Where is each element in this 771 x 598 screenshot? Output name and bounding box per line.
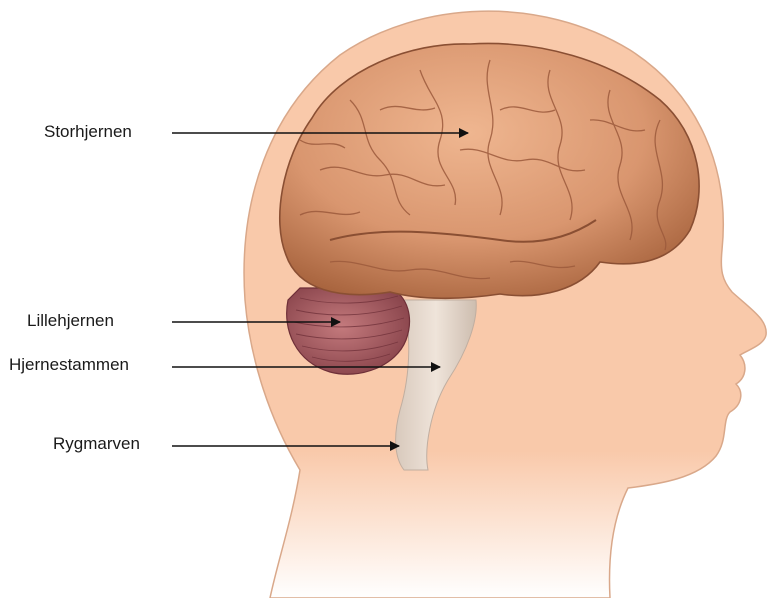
label-cerebellum: Lillehjernen	[27, 311, 114, 331]
label-spinal-cord: Rygmarven	[53, 434, 140, 454]
label-cerebrum: Storhjernen	[44, 122, 132, 142]
label-brainstem: Hjernestammen	[9, 355, 129, 375]
